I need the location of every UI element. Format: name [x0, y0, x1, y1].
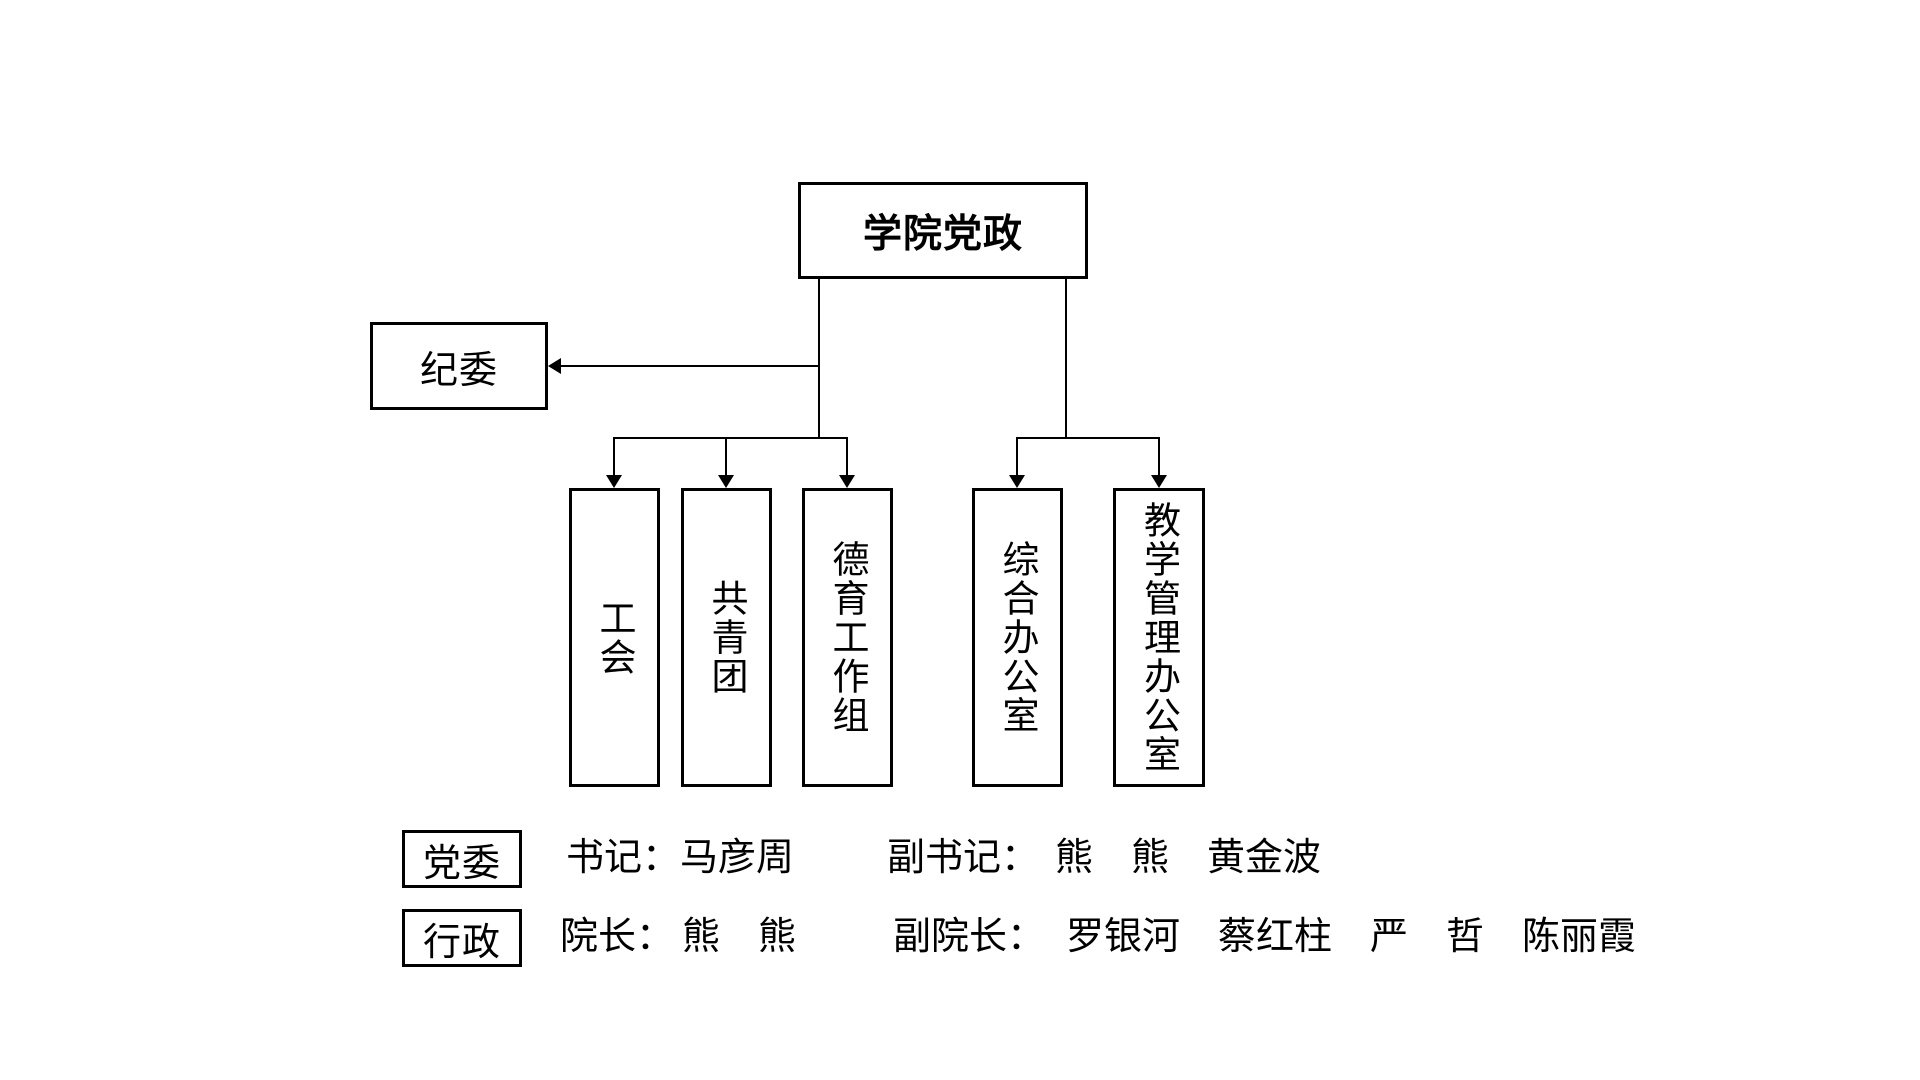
- arrowhead-down-icon: [839, 475, 855, 488]
- legend-role-label: 书记：: [566, 837, 681, 879]
- connector-root-left-drop: [818, 278, 820, 439]
- legend-role-label: 副院长：: [893, 916, 1046, 958]
- legend-role-label: 院长：: [560, 916, 675, 958]
- node-label: 教学管理办公室: [1138, 501, 1180, 774]
- legend-names: 罗银河 蔡红柱 严 哲 陈丽霞: [1066, 916, 1637, 958]
- arrowhead-down-icon: [1151, 475, 1167, 488]
- node-discipline-committee: 纪委: [370, 322, 548, 410]
- legend-entry-dean: 院长：熊 熊: [560, 917, 796, 957]
- arrowhead-down-icon: [1009, 475, 1025, 488]
- legend-role-label: 副书记：: [887, 837, 1040, 879]
- node-teaching-management-office: 教学管理办公室: [1113, 488, 1205, 787]
- connector-root-right-drop: [1065, 278, 1067, 439]
- node-youth-league: 共青团: [681, 488, 772, 787]
- node-moral-education-group: 德育工作组: [802, 488, 893, 787]
- arrowhead-down-icon: [606, 475, 622, 488]
- legend-names: 熊 熊: [682, 916, 797, 958]
- node-label: 综合办公室: [997, 540, 1038, 735]
- node-college-party-admin: 学院党政: [798, 182, 1088, 279]
- legend-tag-party-committee: 党委: [402, 830, 522, 888]
- node-labor-union: 工会: [569, 488, 660, 787]
- connector-drop-teaching-office: [1158, 437, 1160, 477]
- connector-left-branch: [613, 437, 848, 439]
- legend-tag-administration: 行政: [402, 909, 522, 967]
- node-general-office: 综合办公室: [972, 488, 1063, 787]
- node-label: 德育工作组: [827, 540, 868, 735]
- legend-names: 马彦周: [680, 837, 795, 879]
- node-label: 共青团: [706, 579, 747, 696]
- connector-drop-moral-education: [846, 437, 848, 477]
- legend-entry-deputy-secretary: 副书记： 熊 熊 黄金波: [887, 838, 1321, 878]
- connector-discipline-committee: [559, 365, 819, 367]
- connector-drop-general-office: [1016, 437, 1018, 477]
- legend-entry-secretary: 书记：马彦周: [566, 838, 794, 878]
- arrowhead-down-icon: [718, 475, 734, 488]
- connector-right-branch: [1016, 437, 1160, 439]
- arrowhead-left-icon: [548, 358, 561, 374]
- connector-drop-youth-league: [725, 437, 727, 477]
- legend-names: 熊 熊 黄金波: [1055, 837, 1322, 879]
- legend-entry-deputy-deans: 副院长： 罗银河 蔡红柱 严 哲 陈丽霞: [893, 917, 1636, 957]
- connector-drop-union: [613, 437, 615, 477]
- node-label: 工会: [594, 598, 635, 677]
